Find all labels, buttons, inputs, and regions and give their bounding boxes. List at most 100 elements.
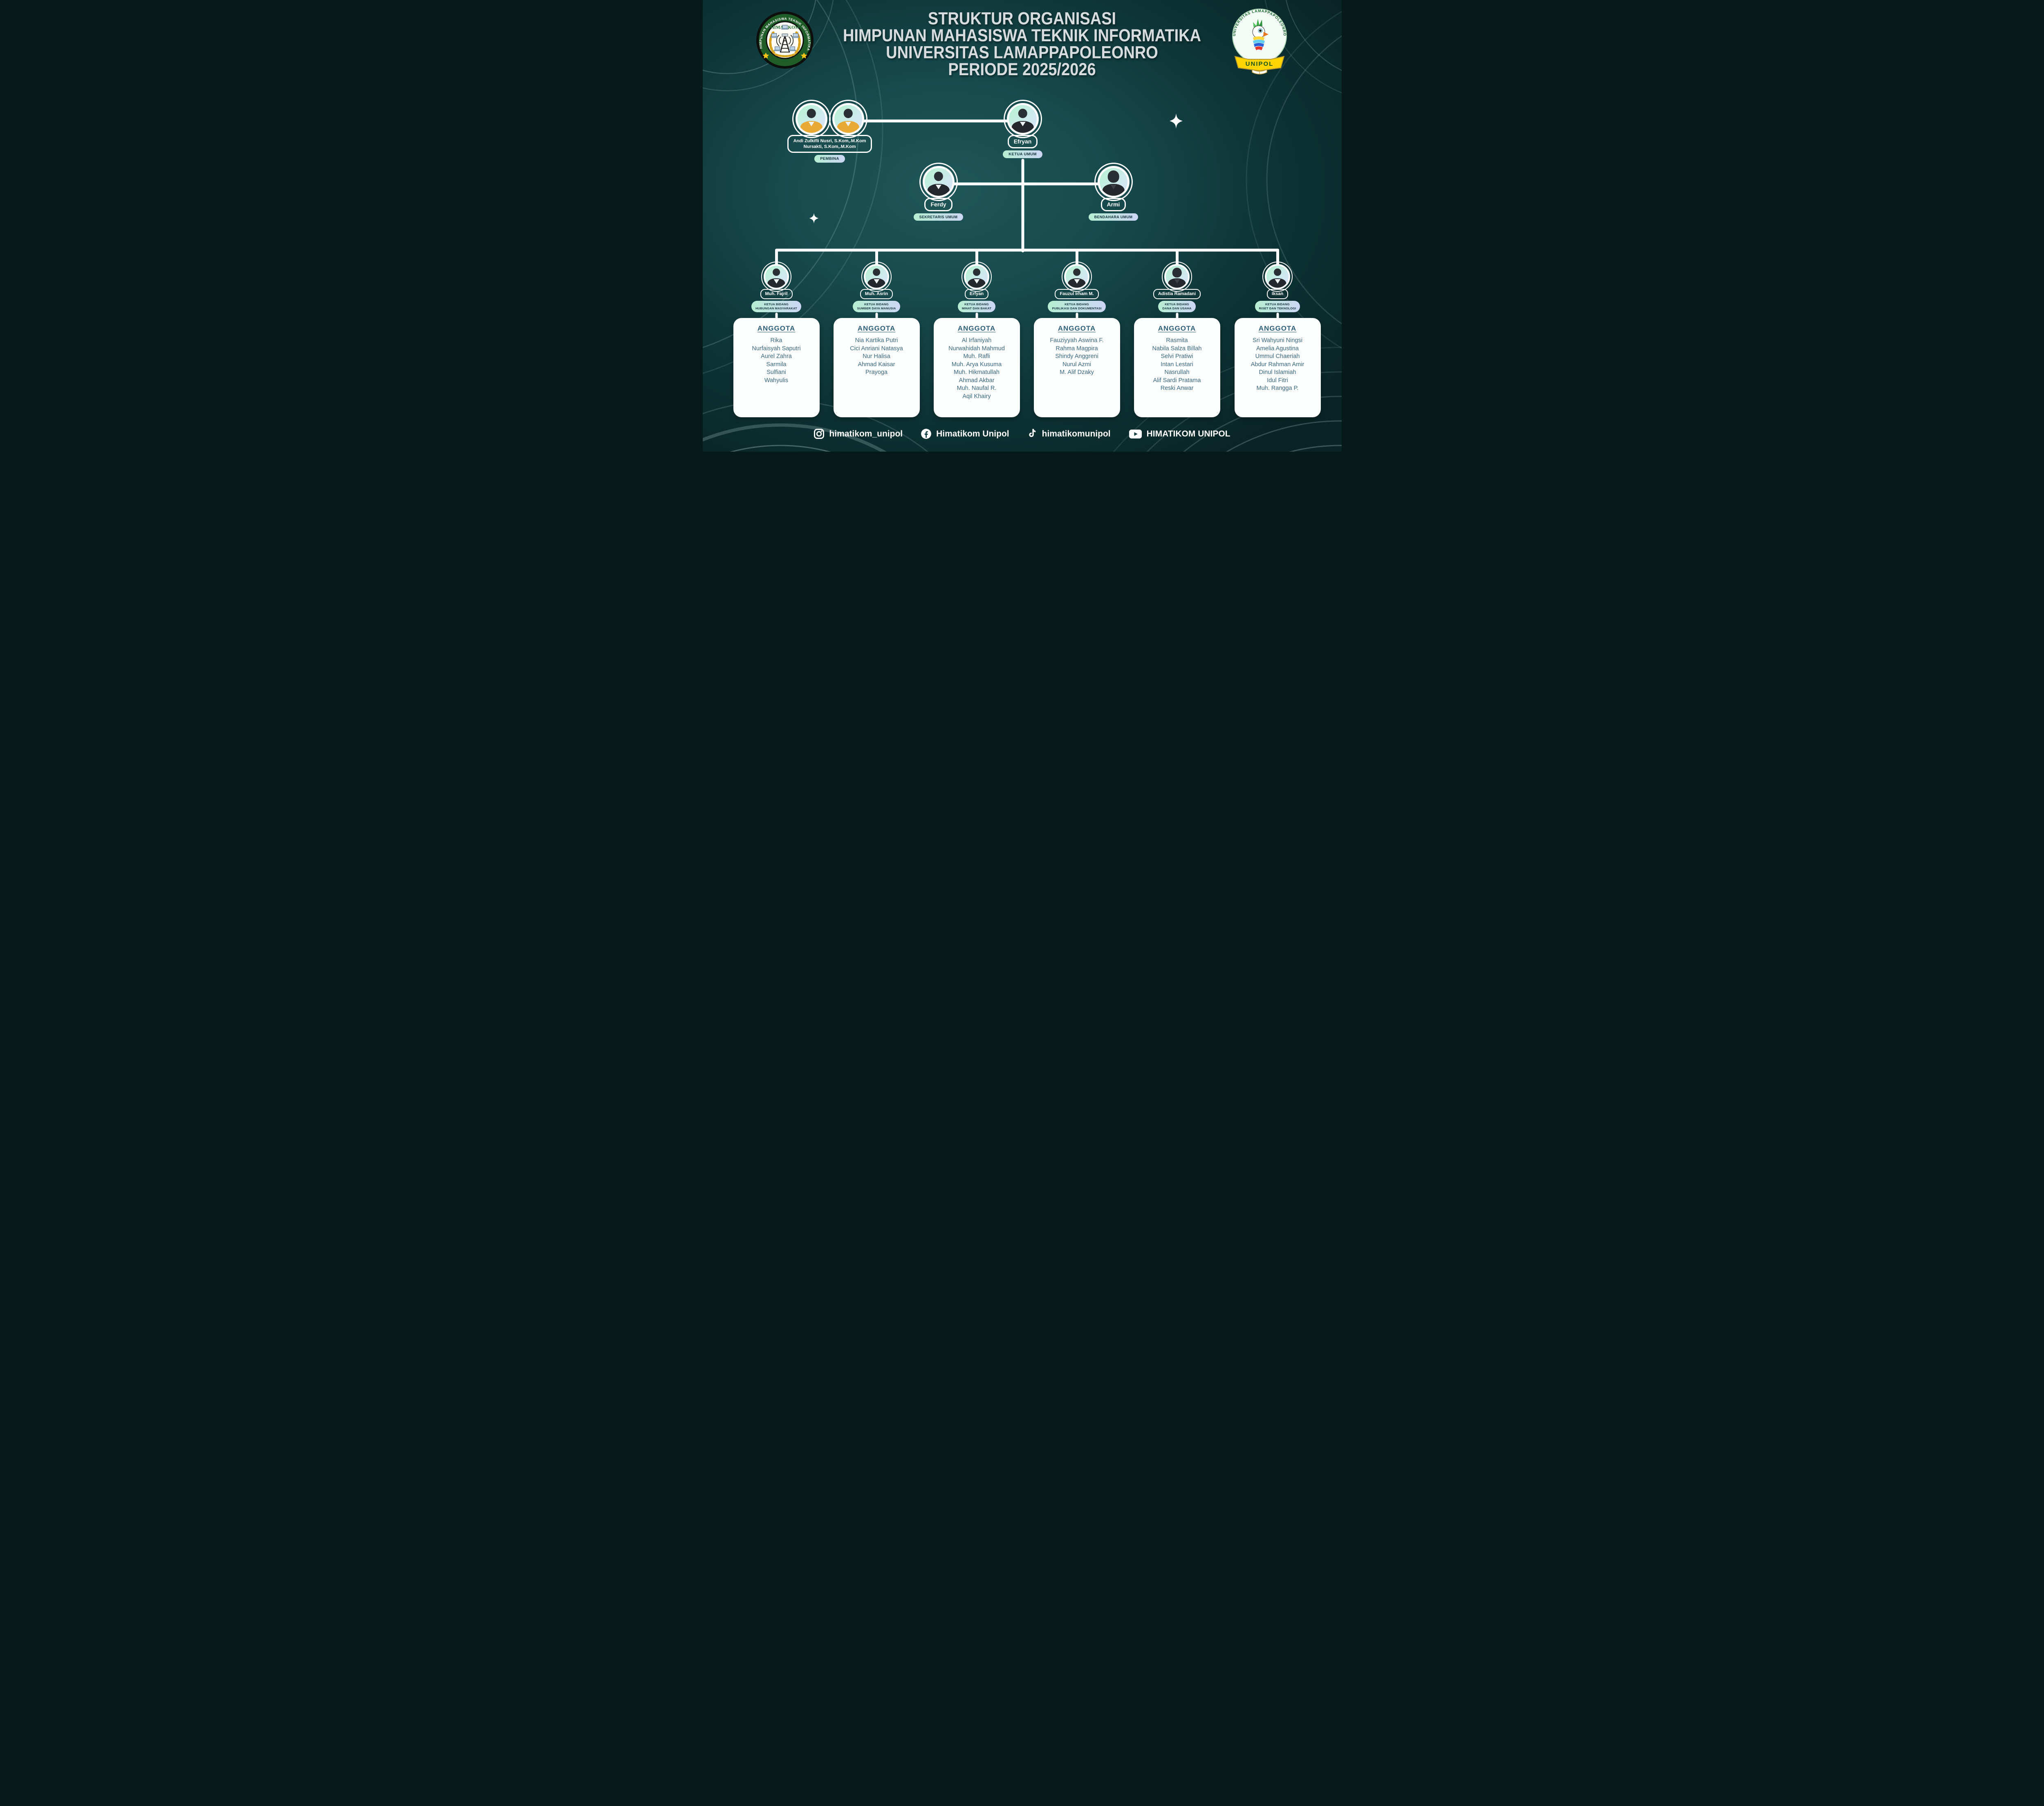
member-name: Nia Kartika Putri [855, 337, 898, 344]
division-riset-dan-teknologi: Iksan KETUA BIDANG RISET DAN TEKNOLOGI A… [1228, 262, 1328, 417]
member-name: Alif Sardi Pratama [1153, 377, 1201, 384]
division-role-pill: KETUA BIDANG SUMBER DAYA MANUSIA [853, 301, 900, 312]
division-head-name: Muh. Asrin [860, 289, 893, 299]
anggota-title: ANGGOTA [1058, 324, 1096, 332]
division-head-name: Muh. Fajril [760, 289, 793, 299]
member-name: Abdur Rahman Amir [1251, 361, 1304, 368]
member-name: Sri Wahyuni Ningsi [1253, 337, 1302, 344]
social-instagram: himatikom_unipol [814, 428, 903, 439]
photo-ring [761, 262, 791, 292]
member-name: Ahmad Kaisar [858, 361, 895, 368]
poster-title: STRUKTUR ORGANISASI HIMPUNAN MAHASISWA T… [703, 9, 1342, 79]
member-name: Selvi Pratiwi [1161, 353, 1193, 360]
member-name: Ahmad Akbar [959, 377, 995, 384]
member-name: Muh. Naufal R. [957, 385, 997, 392]
photo-division-head [764, 264, 789, 289]
member-name: Rasmita [1166, 337, 1188, 344]
role-pill-sekretaris-umum: SEKRETARIS UMUM [913, 213, 964, 221]
social-handle: HIMATIKOM UNIPOL [1146, 429, 1230, 439]
title-line: HIMPUNAN MAHASISWA TEKNIK INFORMATIKA [843, 26, 1201, 46]
division-head-name: Fauzul Irham M. [1055, 289, 1099, 299]
social-handle: himatikomunipol [1042, 429, 1111, 439]
member-name: Nur Halisa [863, 353, 890, 360]
photo-sekretaris-umum [922, 166, 955, 198]
social-handle: himatikom_unipol [829, 429, 903, 439]
node-ketua-umum: Efryan KETUA UMUM [982, 100, 1064, 158]
member-name: Reski Anwar [1160, 385, 1194, 392]
photo-ring [829, 100, 867, 138]
photo-ring [1262, 262, 1293, 292]
member-name: Fauziyyah Aswina F. [1050, 337, 1104, 344]
social-tiktok: himatikomunipol [1027, 428, 1111, 439]
himatikom-badge-logo: HIMPUNAN MAHASISWA TEKNIK INFORMATIKA KO… [754, 8, 814, 69]
social-youtube: HIMATIKOM UNIPOL [1129, 429, 1230, 439]
parrot-icon [1252, 19, 1269, 50]
member-name: Muh. Hikmatullah [953, 369, 1000, 376]
division-role-pill: KETUA BIDANG PUBLIKASI DAN DOKUMENTASI [1048, 301, 1106, 312]
photo-ring [1162, 262, 1192, 292]
member-name: Sarmila [766, 361, 787, 368]
photo-division-head [1265, 264, 1290, 289]
photo-division-head [864, 264, 889, 289]
division-head-name: Iksan [1266, 289, 1289, 299]
role-pill-pembina: PEMBINA [814, 155, 845, 163]
division-head-name: Erfyan [964, 289, 989, 299]
member-name: Dinul Islamiah [1259, 369, 1296, 376]
title-line: STRUKTUR ORGANISASI [928, 9, 1116, 29]
member-name: Wahyulis [764, 377, 789, 384]
division-role-pill: KETUA BIDANG DANA DAN USAHA [1158, 301, 1196, 312]
title-line: PERIODE 2025/2026 [948, 60, 1096, 79]
logo-banner-text: UNIPOL [1245, 60, 1273, 67]
pembina-name-1: Andi Zulkifli Nusri, S.Kom,.M.Kom [793, 139, 866, 143]
name-box-sekretaris-umum: Ferdy [924, 198, 953, 211]
anggota-title: ANGGOTA [757, 324, 796, 332]
member-name: Rahma Magpira [1056, 345, 1098, 352]
member-name: Cici Anriani Natasya [850, 345, 903, 352]
laptop-icons [770, 25, 799, 51]
member-name: Rika [770, 337, 782, 344]
division-role-pill: KETUA BIDANG RISET DAN TEKNOLOGI [1255, 301, 1300, 312]
photo-division-head [964, 264, 989, 289]
unipol-university-logo: UNIVERSITAS LAMAPPAPOLEONRO UNIPOL [1224, 7, 1295, 76]
tiktok-icon [1029, 429, 1035, 437]
member-name: Nurwahidah Mahmud [948, 345, 1005, 352]
radio-tower-icon [776, 35, 793, 53]
member-name: Nurfaisyah Saputri [752, 345, 801, 352]
member-name: M. Alif Dzaky [1060, 369, 1094, 376]
social-facebook: Himatikom Unipol [921, 428, 1009, 439]
division-sumber-daya-manusia: Muh. Asrin KETUA BIDANG SUMBER DAYA MANU… [827, 262, 927, 417]
photo-ring [1003, 100, 1042, 138]
division-role-pill: KETUA BIDANG HUBUNGAN MASYARAKAT [751, 301, 801, 312]
laurel-bottom [774, 53, 795, 58]
member-name: Aurel Zahra [761, 353, 792, 360]
anggota-title: ANGGOTA [1258, 324, 1297, 332]
node-pembina: Andi Zulkifli Nusri, S.Kom,.M.Kom Nursak… [777, 100, 883, 163]
poster-canvas: HIMPUNAN MAHASISWA TEKNIK INFORMATIKA KO… [702, 0, 1342, 452]
photo-ring [961, 262, 992, 292]
member-name: Nasrullah [1164, 369, 1190, 376]
member-name: Nabila Salza Billah [1152, 345, 1202, 352]
division-role-pill: KETUA BIDANG MINAT DAN BAKAT [957, 301, 996, 312]
member-name: Intan Lestari [1161, 361, 1193, 368]
anggota-title: ANGGOTA [1158, 324, 1196, 332]
photo-ring [919, 163, 958, 201]
photo-pembina-1 [795, 103, 827, 135]
instagram-icon [814, 429, 825, 439]
anggota-card: ANGGOTA Fauziyyah Aswina F.Rahma Magpira… [1033, 318, 1120, 417]
photo-bendahara-umum [1097, 166, 1130, 198]
gold-star-icon [800, 52, 807, 59]
photo-division-head [1064, 264, 1089, 289]
sparkle-star-icon [809, 213, 818, 224]
member-name: Muh. Rangga P. [1256, 385, 1299, 392]
ribbon-banner [1234, 56, 1284, 72]
member-name: Idul Fitri [1267, 377, 1288, 384]
photo-pembina-2 [832, 103, 864, 135]
division-hubungan-masyarakat: Muh. Fajril KETUA BIDANG HUBUNGAN MASYAR… [726, 262, 827, 417]
name-box-pembina: Andi Zulkifli Nusri, S.Kom,.M.Kom Nursak… [787, 135, 872, 153]
